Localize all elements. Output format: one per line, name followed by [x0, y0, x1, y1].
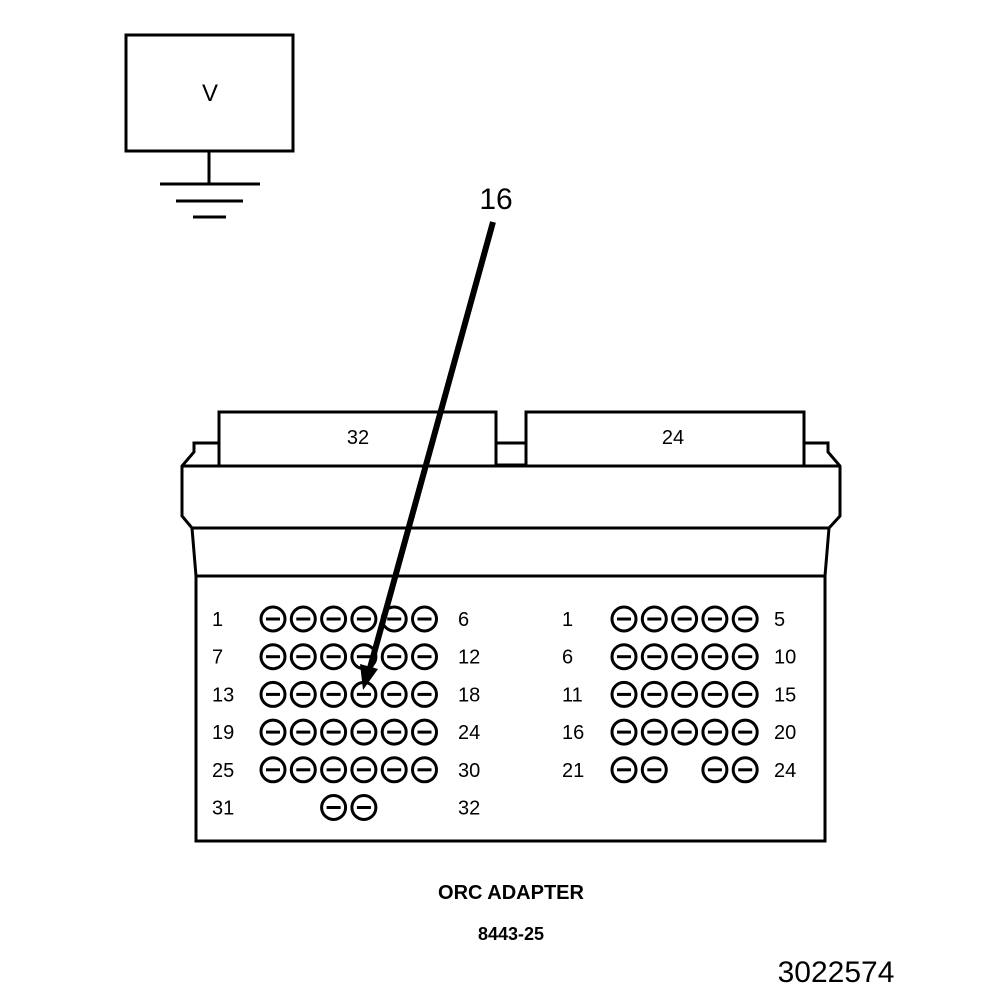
ground-symbol — [160, 151, 260, 219]
pin-socket — [731, 680, 759, 708]
pin-socket — [320, 680, 348, 708]
pin-socket — [350, 718, 378, 746]
pin-socket — [610, 680, 638, 708]
pin-row-end-label: 32 — [458, 798, 480, 820]
caption-title: ORC ADAPTER — [438, 882, 584, 904]
pin-socket — [701, 756, 729, 784]
pin-row-end-label: 10 — [774, 647, 796, 669]
pin-row-start-label: 6 — [562, 647, 573, 669]
pin-socket — [380, 718, 408, 746]
callout-arrow: 16 — [360, 183, 513, 690]
pin-row-end-label: 20 — [774, 722, 796, 744]
pin-socket — [320, 756, 348, 784]
pin-socket — [320, 794, 348, 821]
pin-socket — [731, 605, 759, 633]
pin-row-end-label: 6 — [458, 609, 469, 631]
pin-socket — [289, 718, 317, 746]
pin-socket — [731, 756, 759, 784]
connector-tab-left: 32 — [217, 410, 498, 468]
pin-row-start-label: 21 — [562, 760, 584, 782]
pin-row-end-label: 24 — [774, 760, 796, 782]
caption-part-number: 8443-25 — [478, 924, 544, 944]
pin-socket — [671, 680, 699, 708]
pin-row-start-label: 25 — [212, 760, 234, 782]
pin-socket — [701, 680, 729, 708]
pin-socket — [259, 718, 287, 746]
callout-label: 16 — [479, 183, 512, 216]
pin-socket — [259, 605, 287, 633]
pin-socket — [701, 718, 729, 746]
pin-socket — [411, 605, 438, 633]
pin-socket — [671, 643, 699, 671]
pin-socket — [731, 718, 759, 746]
pin-row-start-label: 19 — [212, 722, 234, 744]
pin-socket — [610, 718, 638, 746]
pin-row-start-label: 11 — [562, 684, 583, 706]
pin-socket — [610, 605, 638, 633]
pin-socket — [289, 643, 317, 671]
pin-row-start-label: 31 — [212, 798, 234, 820]
voltmeter-box — [124, 33, 295, 153]
pin-socket — [289, 605, 317, 633]
pin-row-start-label: 7 — [212, 647, 223, 669]
voltmeter: V — [124, 33, 295, 153]
pin-socket — [640, 643, 668, 671]
pin-socket — [320, 643, 348, 671]
pin-socket — [640, 605, 668, 633]
pin-socket — [411, 756, 438, 784]
pin-socket — [289, 756, 317, 784]
pin-socket — [380, 756, 408, 784]
connector-tab-right-label: 24 — [662, 427, 684, 449]
voltmeter-label: V — [202, 80, 218, 107]
pin-socket — [671, 605, 699, 633]
pin-row-end-label: 24 — [458, 722, 480, 744]
pin-socket — [259, 643, 287, 671]
pin-row-end-label: 12 — [458, 647, 480, 669]
pin-socket — [671, 718, 699, 746]
pin-socket — [350, 605, 378, 633]
pin-socket — [411, 718, 438, 746]
pin-socket — [701, 643, 729, 671]
pin-row-start-label: 1 — [212, 609, 223, 631]
figure-id: 3022574 — [778, 956, 895, 989]
pin-socket — [411, 643, 438, 671]
pin-row-start-label: 1 — [562, 609, 573, 631]
connector-tab-right: 24 — [524, 410, 806, 468]
pin-socket — [640, 756, 668, 784]
pin-socket — [259, 680, 287, 708]
pin-socket — [610, 756, 638, 784]
pin-grid-left: 1 6 7 12 13 18 19 24 25 30 31 32 — [212, 605, 480, 821]
pin-socket — [701, 605, 729, 633]
pin-row-end-label: 15 — [774, 684, 796, 706]
pin-row-end-label: 5 — [774, 609, 785, 631]
pin-socket — [350, 756, 378, 784]
pin-socket — [259, 756, 287, 784]
pin-socket — [640, 718, 668, 746]
pin-socket — [289, 680, 317, 708]
pin-socket — [320, 718, 348, 746]
connector-tab-left-label: 32 — [347, 427, 369, 449]
pin-row-start-label: 16 — [562, 722, 584, 744]
pin-socket — [380, 643, 408, 671]
pin-socket — [640, 680, 668, 708]
pin-row-end-label: 18 — [458, 684, 480, 706]
pin-row-start-label: 13 — [212, 684, 234, 706]
pin-row-end-label: 30 — [458, 760, 480, 782]
pin-socket — [411, 680, 438, 708]
pin-socket — [731, 643, 759, 671]
pin-socket — [350, 794, 378, 821]
pin-socket — [610, 643, 638, 671]
pin-socket — [380, 680, 408, 708]
pin-socket — [320, 605, 348, 633]
